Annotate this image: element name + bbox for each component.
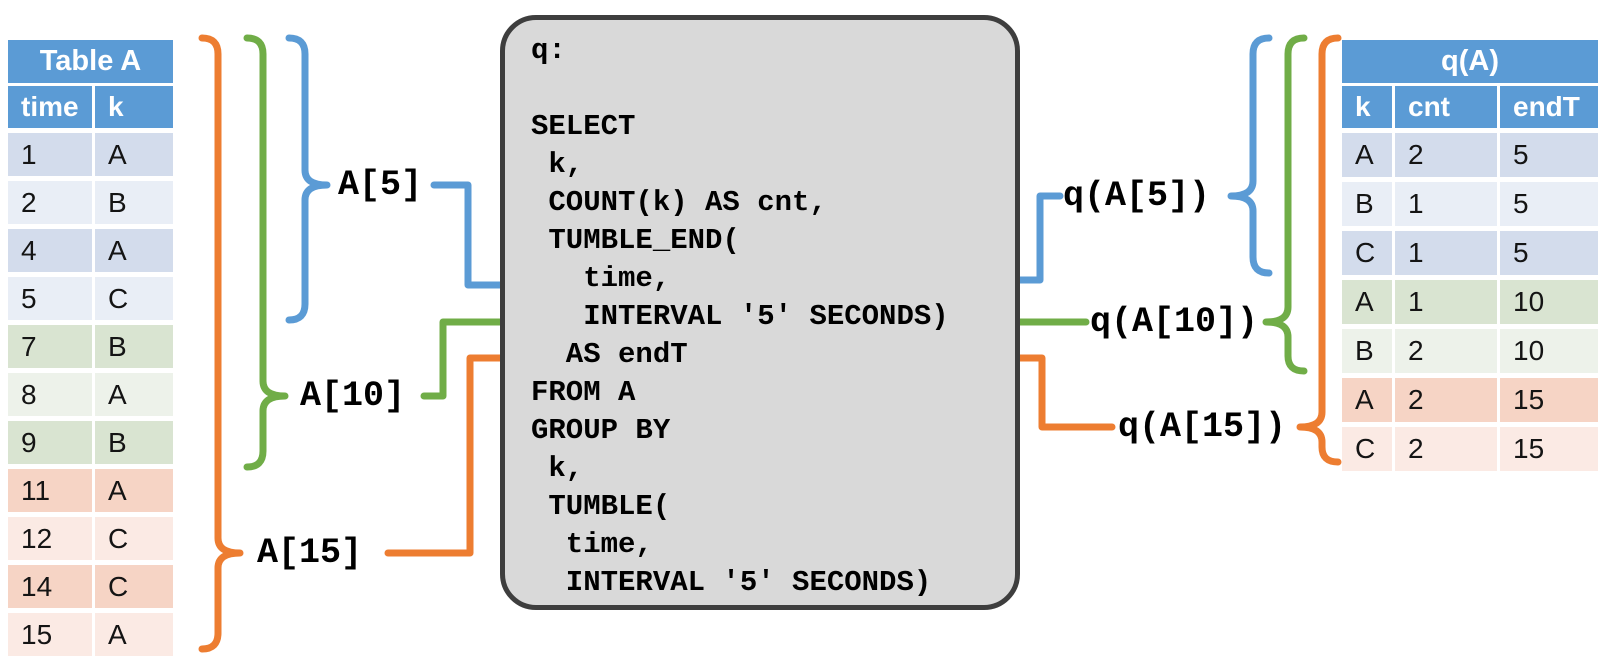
table-row: 2 B	[8, 181, 173, 224]
cell-k: A	[1342, 280, 1392, 324]
table-a-header-row: time k	[8, 86, 173, 128]
table-row: C 1 5	[1342, 231, 1598, 275]
cell-endt: 15	[1500, 378, 1598, 422]
cell-k: A	[1342, 133, 1392, 177]
cell-k: A	[95, 133, 173, 176]
cell-time: 9	[8, 421, 92, 464]
table-a-title: Table A	[8, 40, 173, 83]
cell-endt: 15	[1500, 427, 1598, 471]
cell-k: A	[95, 469, 173, 512]
table-row: 5 C	[8, 277, 173, 320]
table-row: 15 A	[8, 613, 173, 656]
cell-cnt: 2	[1395, 133, 1497, 177]
table-row: 7 B	[8, 325, 173, 368]
cell-cnt: 1	[1395, 182, 1497, 226]
brace-q10-right	[1262, 34, 1308, 375]
table-qa-header-row: k cnt endT	[1342, 86, 1598, 128]
table-row: 14 C	[8, 565, 173, 608]
table-qa-title: q(A)	[1342, 40, 1598, 83]
cell-time: 11	[8, 469, 92, 512]
table-row: B 2 10	[1342, 329, 1598, 373]
label-result-qa15: q(A[15])	[1118, 407, 1287, 447]
table-row: A 1 10	[1342, 280, 1598, 324]
cell-k: A	[1342, 378, 1392, 422]
cell-time: 15	[8, 613, 92, 656]
column-header-k: k	[1342, 86, 1392, 128]
cell-k: B	[95, 421, 173, 464]
label-result-qa10: q(A[10])	[1090, 302, 1259, 342]
cell-time: 12	[8, 517, 92, 560]
cell-time: 7	[8, 325, 92, 368]
cell-k: C	[95, 277, 173, 320]
cell-endt: 10	[1500, 280, 1598, 324]
query-box: q: SELECT k, COUNT(k) AS cnt, TUMBLE_END…	[500, 15, 1020, 610]
brace-a5-left	[285, 34, 331, 324]
cell-k: B	[1342, 329, 1392, 373]
sql-query-text: q: SELECT k, COUNT(k) AS cnt, TUMBLE_END…	[531, 34, 949, 599]
table-row: 11 A	[8, 469, 173, 512]
cell-k: A	[95, 229, 173, 272]
connector-q5-right	[1006, 192, 1064, 284]
table-row: 12 C	[8, 517, 173, 560]
cell-cnt: 1	[1395, 231, 1497, 275]
brace-q5-right	[1227, 34, 1273, 277]
cell-k: A	[95, 373, 173, 416]
cell-k: B	[95, 181, 173, 224]
label-window-a15: A[15]	[257, 533, 363, 573]
cell-k: C	[1342, 427, 1392, 471]
table-row: 9 B	[8, 421, 173, 464]
cell-time: 1	[8, 133, 92, 176]
brace-q15-right	[1296, 34, 1342, 466]
cell-k: C	[95, 565, 173, 608]
cell-k: B	[1342, 182, 1392, 226]
column-header-endt: endT	[1500, 86, 1598, 128]
connector-q15-right	[1006, 354, 1116, 431]
brace-a15-left	[198, 34, 244, 653]
table-row: B 1 5	[1342, 182, 1598, 226]
table-qa: q(A) k cnt endT A 2 5 B 1 5 C 1 5 A 1 10…	[1342, 40, 1598, 471]
table-a: Table A time k 1 A 2 B 4 A 5 C 7 B 8 A	[8, 40, 173, 656]
cell-k: A	[95, 613, 173, 656]
table-row: A 2 15	[1342, 378, 1598, 422]
column-header-time: time	[8, 86, 92, 128]
table-row: 8 A	[8, 373, 173, 416]
cell-time: 8	[8, 373, 92, 416]
cell-cnt: 1	[1395, 280, 1497, 324]
cell-k: B	[95, 325, 173, 368]
cell-endt: 5	[1500, 182, 1598, 226]
cell-time: 4	[8, 229, 92, 272]
connector-a10-left	[420, 318, 512, 400]
table-row: A 2 5	[1342, 133, 1598, 177]
cell-time: 14	[8, 565, 92, 608]
cell-endt: 5	[1500, 231, 1598, 275]
cell-time: 2	[8, 181, 92, 224]
table-row: 1 A	[8, 133, 173, 176]
connector-a5-left	[430, 181, 512, 289]
label-result-qa5: q(A[5])	[1063, 176, 1211, 216]
column-header-cnt: cnt	[1395, 86, 1497, 128]
table-row: 4 A	[8, 229, 173, 272]
cell-k: C	[95, 517, 173, 560]
label-window-a10: A[10]	[300, 376, 406, 416]
table-row: C 2 15	[1342, 427, 1598, 471]
cell-cnt: 2	[1395, 378, 1497, 422]
cell-time: 5	[8, 277, 92, 320]
cell-k: C	[1342, 231, 1392, 275]
column-header-k: k	[95, 86, 173, 128]
cell-endt: 10	[1500, 329, 1598, 373]
cell-endt: 5	[1500, 133, 1598, 177]
label-window-a5: A[5]	[338, 165, 423, 205]
connector-a15-left	[384, 354, 512, 557]
brace-a10-left	[243, 34, 289, 471]
cell-cnt: 2	[1395, 329, 1497, 373]
cell-cnt: 2	[1395, 427, 1497, 471]
